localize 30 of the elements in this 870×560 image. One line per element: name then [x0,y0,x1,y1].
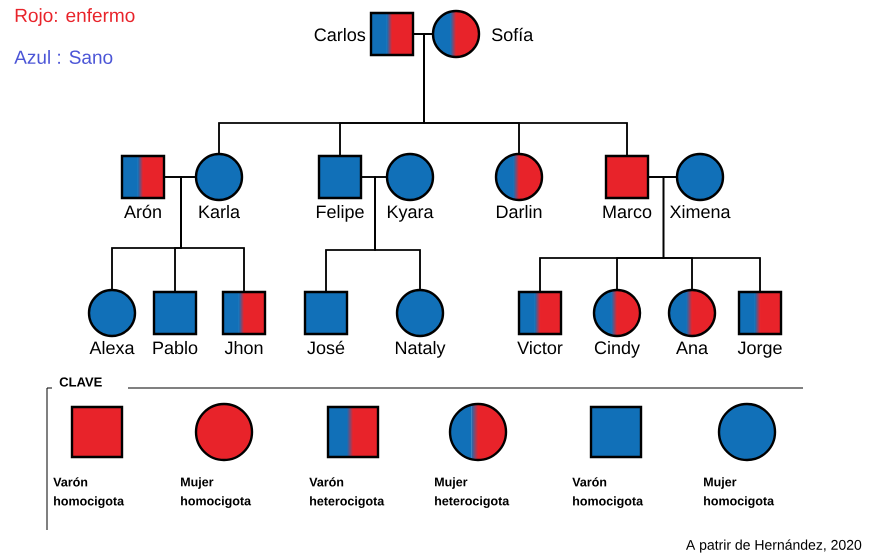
key-text: Varón homocigota [53,477,124,508]
key-text: Mujer homocigota [181,477,252,508]
pedigree-line [374,176,421,290]
pedigree-line [180,176,245,292]
key-text: Mujer heterocigota [435,477,510,508]
key-text: Varón heterocigota [309,477,384,508]
person-name: Sofía [492,28,534,42]
person-name: Ximena [670,204,730,218]
person-name: Jhon [224,340,262,354]
person-name: Pablo [153,340,198,354]
person-name: Felipe [316,204,364,222]
key-heading: CLAVE [60,377,102,387]
person-name: Karla [199,204,240,218]
person-name: Arón [124,204,161,218]
legend-entry: Rojo: enfermo [16,8,134,26]
caption: A patrir de Hernández, 2020 [686,539,862,553]
person-name: Alexa [90,340,134,354]
person-name: Carlos [314,28,366,42]
person-name: Kyara [388,206,434,222]
person-name: Darlin [496,204,542,218]
legend-entry: Azul : Sano [14,50,112,64]
person-name: Ana [676,342,708,354]
person-name: Nataly [396,340,446,358]
person-name: Cindy [594,340,640,358]
person-name: José [307,340,344,354]
person-name: Marco [603,206,652,218]
person-name: Jorge [738,342,782,358]
key-text: Mujer homocigota [704,477,774,508]
key-text: Varón homocigota [572,477,644,508]
person-name: Victor [517,340,563,354]
